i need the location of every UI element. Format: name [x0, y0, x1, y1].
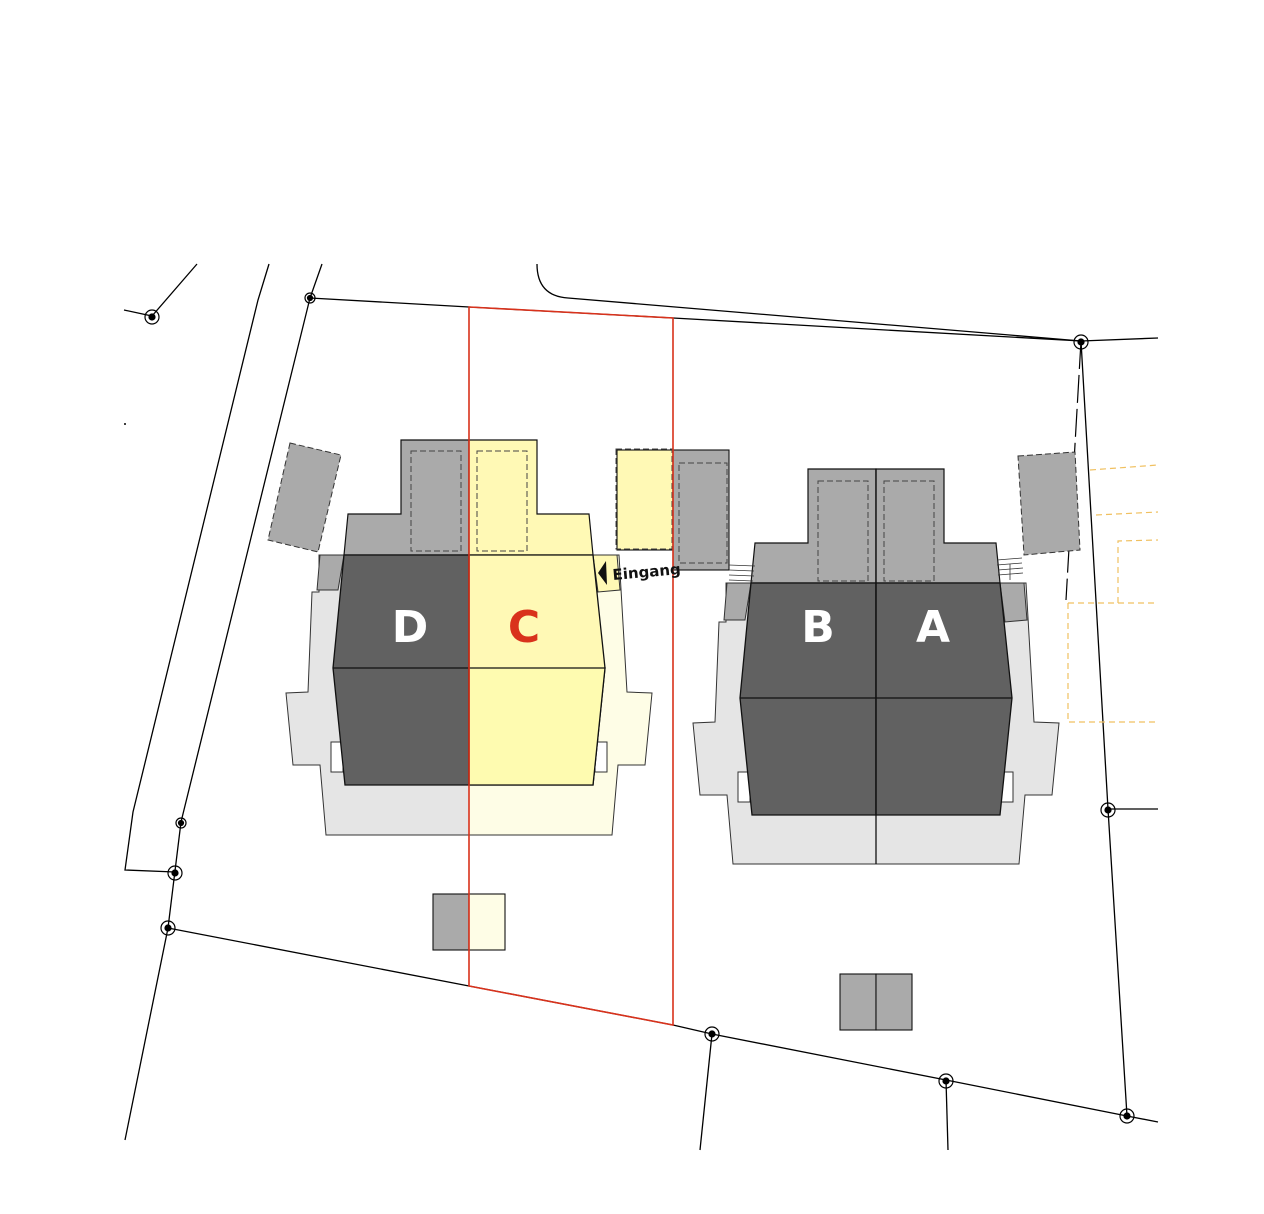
entrance-arrow-icon [598, 561, 607, 585]
survey-marker [304, 292, 316, 304]
garage-wing-d [343, 439, 470, 556]
garage-wing-c [468, 439, 594, 556]
entrance-label: Eingang [612, 560, 682, 584]
sheds [432, 893, 913, 1031]
garage-far-west [267, 442, 342, 553]
survey-marker [1073, 334, 1089, 350]
unit-label-c: C [508, 602, 540, 653]
survey-marker [175, 817, 187, 829]
survey-marker [938, 1073, 954, 1089]
stairs-b [728, 564, 756, 582]
building-west [267, 439, 730, 836]
parcel-c-boundary [468, 306, 674, 1026]
survey-marker [1119, 1108, 1135, 1124]
garage-far-east [1017, 451, 1081, 556]
carport-c [616, 449, 674, 551]
unit-label-d: D [392, 602, 429, 653]
shed-b [839, 973, 877, 1031]
shed-d [432, 893, 470, 951]
entrance-marker: Eingang [598, 560, 681, 585]
parking-space-d [410, 450, 462, 552]
survey-marker [144, 309, 160, 325]
stairs-a [996, 557, 1024, 580]
survey-marker [704, 1026, 720, 1042]
house-c-front [468, 667, 606, 786]
parking-space-c [476, 450, 528, 552]
house-d [332, 554, 470, 786]
unit-label-b: B [801, 602, 835, 653]
survey-markers [144, 292, 1135, 1124]
garage-wing-b [750, 468, 877, 584]
building-east [692, 451, 1081, 865]
survey-marker [160, 920, 176, 936]
unit-label-a: A [916, 602, 950, 653]
survey-dot [124, 423, 126, 425]
shed-c [468, 893, 506, 951]
side-step-b [723, 582, 752, 621]
garage-wing-a [875, 468, 1001, 584]
survey-marker [1100, 802, 1116, 818]
parking-space-a [883, 480, 935, 582]
side-step-west [316, 554, 345, 591]
neighbor-outline [1067, 464, 1159, 723]
parking-space-b [817, 480, 869, 582]
carport-neighbor [672, 449, 730, 571]
shed-a [875, 973, 913, 1031]
house-b [739, 582, 877, 816]
survey-marker [167, 865, 183, 881]
